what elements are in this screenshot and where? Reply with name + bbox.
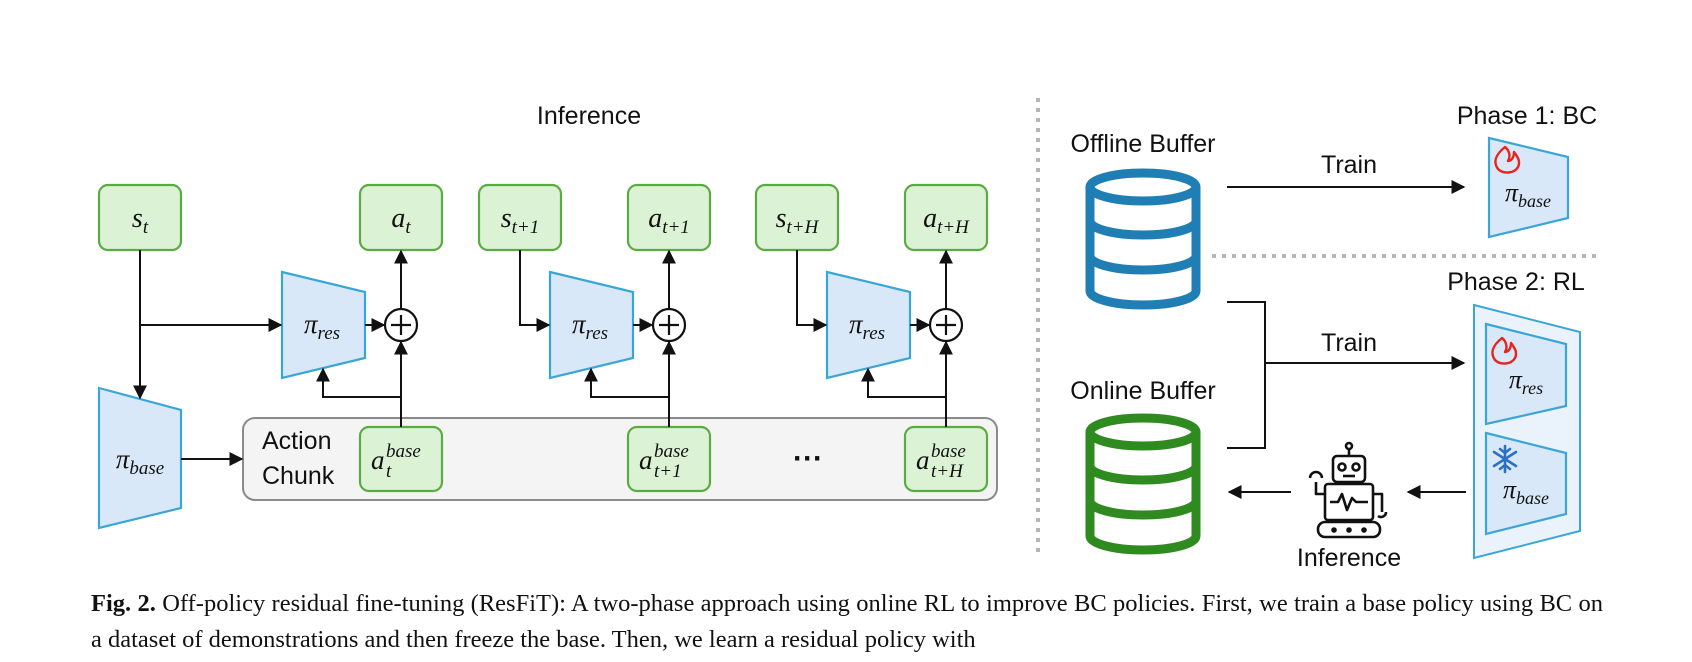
caption-text: Off-policy residual fine-tuning (ResFiT)… [91,590,1603,653]
database-icon [1085,168,1201,310]
svg-text:base: base [931,441,966,462]
online-buffer-label: Online Buffer [1070,377,1215,405]
robot-icon [1308,441,1388,539]
svg-text:base: base [386,441,421,462]
svg-text:t: t [386,461,392,482]
base-policy-block: πbase [97,386,183,530]
chunk-ellipsis: ··· [793,442,823,475]
svg-text:at+1: at+1 [648,203,690,238]
sum-node-t-plus-1 [651,307,687,343]
svg-text:t+H: t+H [931,461,964,482]
svg-text:πres: πres [572,309,608,344]
phase2-title: Phase 2: RL [1447,268,1585,296]
svg-text:a: a [371,445,385,475]
svg-text:πbase: πbase [1503,475,1549,508]
residual-policy-block-t-plus-h: πres [825,270,912,380]
phase1-title: Phase 1: BC [1457,102,1597,130]
state-box-t-plus-h: st+H [754,183,840,252]
action-chunk-label-line2: Chunk [262,462,335,490]
svg-text:πres: πres [849,309,885,344]
train-label-phase1: Train [1321,151,1377,179]
action-box-t-plus-1: at+1 [626,183,712,252]
action-box-t-plus-h: at+H [903,183,989,252]
inference-title: Inference [537,102,641,130]
base-action-box-t-plus-h: a base t+H [903,425,989,493]
svg-text:st+H: st+H [776,203,820,238]
action-chunk-label-line1: Action [262,427,331,455]
svg-text:at+H: at+H [923,203,970,238]
figure-caption: Fig. 2. Off-policy residual fine-tuning … [91,586,1603,658]
svg-text:a: a [639,445,653,475]
sum-node-t-plus-h [928,307,964,343]
base-action-box-t: a base t [358,425,444,493]
figure-label: Fig. 2. [91,590,156,617]
state-box-t-plus-1: st+1 [477,183,563,252]
left-panel-arrows [133,249,953,466]
residual-policy-block-t: πres [280,270,367,380]
right-panel-arrows [1227,180,1466,499]
database-icon [1085,413,1201,555]
state-box-t: st [97,183,183,252]
sum-node-t [383,307,419,343]
action-chunk-box [242,417,998,501]
fire-icon [1494,145,1521,174]
svg-text:at: at [391,203,411,238]
base-action-box-t-plus-1: a base t+1 [626,425,712,493]
svg-text:πbase: πbase [1505,178,1551,211]
svg-text:πbase: πbase [116,444,164,479]
svg-text:t+1: t+1 [654,461,682,482]
snowflake-icon [1492,444,1518,474]
action-box-t: at [358,183,444,252]
svg-text:st: st [132,203,149,238]
fire-icon [1491,336,1518,365]
train-label-phase2: Train [1321,329,1377,357]
offline-buffer-label: Offline Buffer [1071,130,1216,158]
residual-policy-block-t-plus-1: πres [548,270,635,380]
svg-text:st+1: st+1 [501,203,540,238]
inference-label: Inference [1297,544,1401,572]
svg-text:base: base [654,441,689,462]
svg-text:a: a [916,445,930,475]
svg-text:πres: πres [1509,365,1543,398]
phase1-base-policy: πbase [1487,136,1570,239]
svg-text:πres: πres [304,309,340,344]
